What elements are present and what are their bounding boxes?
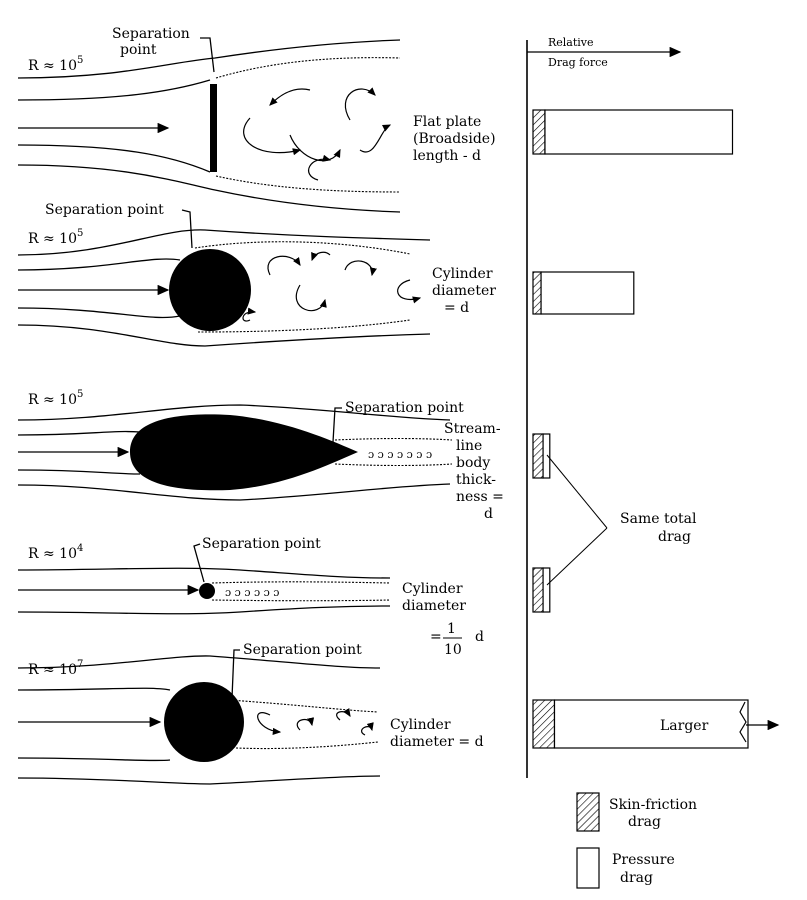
bar-skin-friction bbox=[532, 699, 556, 749]
separation-label: Separation point bbox=[345, 400, 464, 416]
svg-text:(Broadside): (Broadside) bbox=[413, 131, 496, 147]
svg-text:drag: drag bbox=[620, 870, 653, 886]
larger-annotation: Larger bbox=[660, 701, 780, 743]
legend-swatch-pressure bbox=[576, 847, 600, 889]
flat-plate-body bbox=[210, 84, 217, 172]
bar-pressure bbox=[540, 271, 635, 315]
bar-pressure bbox=[553, 699, 749, 749]
larger-label: Larger bbox=[660, 718, 709, 734]
svg-text:body: body bbox=[456, 455, 490, 471]
fraction-prefix: = bbox=[430, 629, 442, 645]
legend-swatch-skin bbox=[576, 792, 600, 832]
row-cylinder-1e5: R ≈ 105 Separation point Cylinder diamet… bbox=[17, 202, 496, 347]
svg-text:d: d bbox=[484, 506, 493, 522]
body-label: Cylinder bbox=[390, 717, 451, 733]
reynolds-number: R ≈ 105 bbox=[28, 55, 83, 74]
svg-text:thick-: thick- bbox=[456, 472, 496, 488]
bar-skin-friction bbox=[532, 433, 544, 479]
bar-pressure bbox=[544, 109, 734, 155]
legend-label-pressure: Pressure bbox=[612, 852, 675, 868]
legend-label-skin: Skin-friction bbox=[609, 797, 697, 813]
fraction-denominator: 10 bbox=[444, 642, 462, 658]
separation-label: Separation point bbox=[202, 536, 321, 552]
cylinder-body bbox=[164, 682, 244, 762]
fraction-numerator: 1 bbox=[447, 621, 456, 637]
separation-label-2: point bbox=[120, 42, 157, 58]
reynolds-number: R ≈ 104 bbox=[28, 543, 83, 562]
body-label: Stream- bbox=[444, 421, 501, 437]
svg-text:ɔ ɔ ɔ ɔ ɔ ɔ: ɔ ɔ ɔ ɔ ɔ ɔ bbox=[225, 586, 279, 599]
svg-text:ness =: ness = bbox=[456, 489, 504, 505]
separation-label: Separation bbox=[112, 26, 190, 42]
svg-text:drag: drag bbox=[628, 814, 661, 830]
body-label: Flat plate bbox=[413, 114, 481, 130]
svg-text:length - d: length - d bbox=[413, 148, 481, 164]
bar-skin-friction bbox=[532, 271, 542, 315]
bar-pressure bbox=[542, 433, 551, 479]
svg-text:line: line bbox=[456, 438, 482, 454]
bar-pressure bbox=[542, 567, 551, 613]
row-streamline-body: R ≈ 105 Separation point ɔ ɔ ɔ ɔ ɔ ɔ ɔ S… bbox=[17, 389, 504, 522]
same-total-annotation: Same total drag bbox=[546, 454, 697, 586]
bar-skin-friction bbox=[532, 109, 546, 155]
body-label: Cylinder bbox=[432, 266, 493, 282]
small-cylinder-body bbox=[199, 583, 215, 599]
svg-text:diameter = d: diameter = d bbox=[390, 734, 484, 750]
axis-title-line2: Drag force bbox=[548, 56, 608, 69]
streamline-body-shape bbox=[130, 414, 358, 491]
svg-text:= d: = d bbox=[444, 300, 469, 316]
streamline bbox=[17, 39, 401, 79]
drag-bars bbox=[532, 109, 749, 749]
body-label: Cylinder bbox=[402, 581, 463, 597]
svg-text:diameter: diameter bbox=[432, 283, 496, 299]
row-cylinder-1e7: R ≈ 107 Separation point Cylinder diamet… bbox=[17, 642, 484, 785]
separation-label: Separation point bbox=[243, 642, 362, 658]
row-small-cylinder: R ≈ 104 Separation point ɔ ɔ ɔ ɔ ɔ ɔ Cyl… bbox=[17, 536, 484, 658]
fraction-suffix: d bbox=[475, 629, 484, 645]
reynolds-number: R ≈ 107 bbox=[28, 659, 83, 678]
reynolds-number: R ≈ 105 bbox=[28, 389, 83, 408]
separation-label: Separation point bbox=[45, 202, 164, 218]
same-total-label-2: drag bbox=[658, 529, 691, 545]
cylinder-body bbox=[169, 249, 251, 331]
svg-text:diameter: diameter bbox=[402, 598, 466, 614]
reynolds-number: R ≈ 105 bbox=[28, 228, 83, 247]
legend: Skin-friction drag Pressure drag bbox=[576, 792, 697, 889]
axis-title-line1: Relative bbox=[548, 36, 594, 49]
svg-text:ɔ ɔ ɔ ɔ ɔ ɔ ɔ: ɔ ɔ ɔ ɔ ɔ ɔ ɔ bbox=[368, 448, 432, 461]
bar-skin-friction bbox=[532, 567, 544, 613]
row-flat-plate: R ≈ 105 Separation point Flat plate (Bro… bbox=[17, 26, 496, 213]
same-total-label: Same total bbox=[620, 511, 697, 527]
